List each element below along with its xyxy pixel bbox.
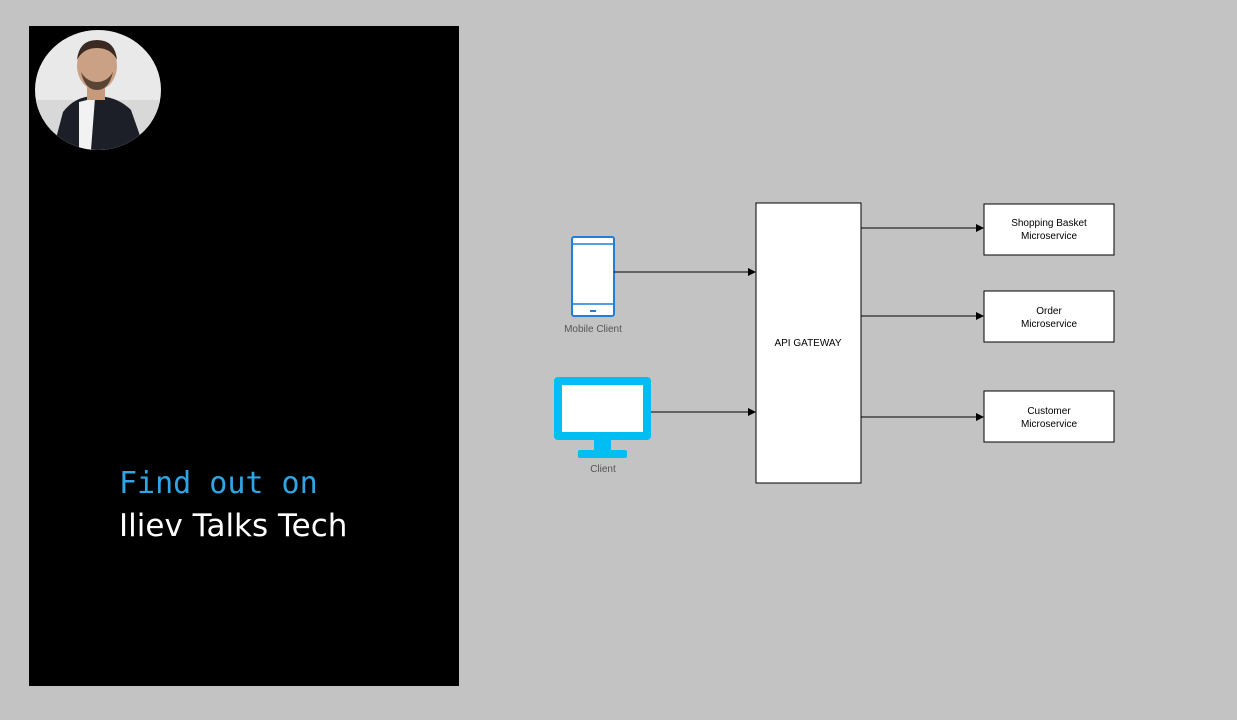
promo-panel: Find out on Iliev Talks Tech	[29, 26, 459, 686]
service-label-line1: Customer	[1027, 406, 1071, 417]
shopping-basket-service-box	[983, 203, 1115, 256]
mobile-client-label: Mobile Client	[564, 324, 622, 335]
service-label-line2: Microservice	[1021, 319, 1078, 330]
api-gateway-box	[755, 202, 862, 484]
order-service-box	[983, 290, 1115, 343]
avatar	[35, 30, 161, 150]
service-label-line1: Order	[1036, 306, 1062, 317]
service-label-line2: Microservice	[1021, 231, 1078, 242]
promo-heading: Find out on	[119, 466, 318, 501]
channel-name: Iliev Talks Tech	[119, 508, 348, 544]
smartphone-icon	[571, 236, 615, 317]
monitor-icon	[554, 377, 651, 458]
customer-service-box	[983, 390, 1115, 443]
service-label-line1: Shopping Basket	[1011, 218, 1087, 229]
api-gateway-label: API GATEWAY	[774, 338, 841, 349]
service-label-line2: Microservice	[1021, 419, 1078, 430]
desktop-client-label: Client	[590, 464, 616, 475]
